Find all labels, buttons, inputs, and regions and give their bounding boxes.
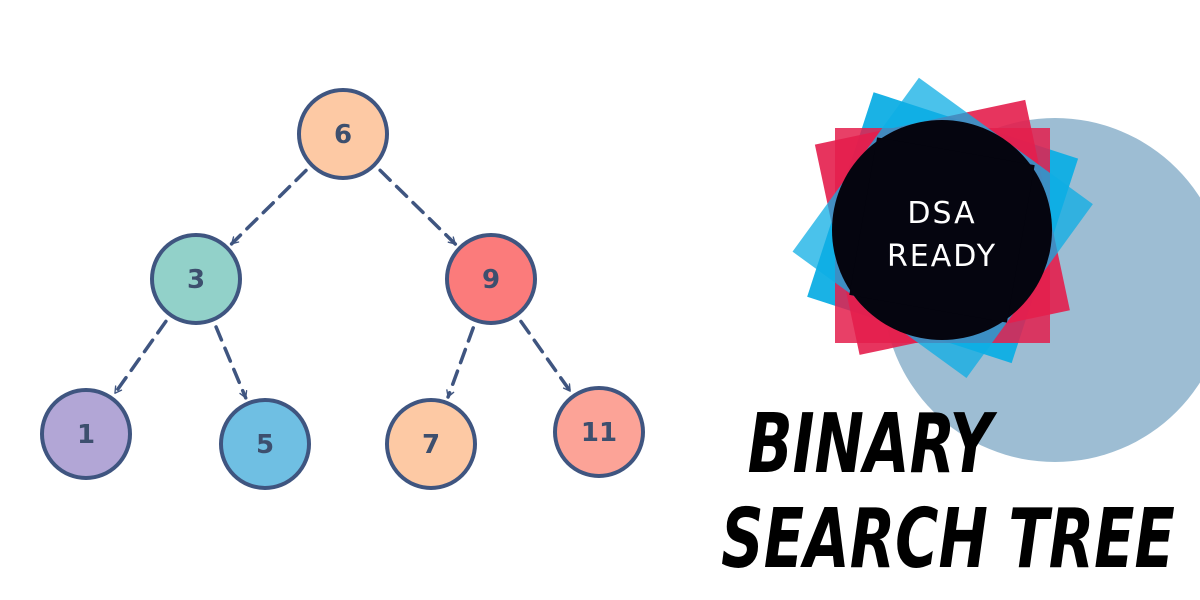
tree-edge-n6-n3 [229, 168, 308, 246]
headline-line1: BINARY [748, 396, 998, 491]
tree-node-circle [40, 388, 132, 480]
tree-node-label: 5 [256, 430, 274, 460]
tree-node-circle [150, 233, 242, 325]
tree-node-label: 9 [482, 265, 500, 295]
tree-edges [113, 168, 572, 400]
tree-edge-n3-n1 [113, 319, 168, 395]
tree-node-5: 5 [219, 398, 311, 490]
tree-node-circle [219, 398, 311, 490]
tree-node-circle [385, 398, 477, 490]
tree-node-label: 11 [581, 418, 617, 448]
tree-node-label: 3 [187, 265, 205, 295]
tree-node-circle [553, 386, 645, 478]
tree-node-label: 1 [77, 420, 95, 450]
tree-node-7: 7 [385, 398, 477, 490]
tree-node-6: 6 [297, 88, 389, 180]
tree-node-circle [445, 233, 537, 325]
tree-edge-n3-n5 [214, 325, 248, 400]
logo-group: DSA READY [792, 77, 1200, 462]
tree-node-label: 6 [334, 120, 352, 150]
logo-text-line2: READY [887, 239, 997, 274]
logo-dark-square [849, 137, 1035, 323]
tree-edge-n9-n7 [446, 326, 475, 399]
headline: BINARY SEARCH TREE [721, 396, 1175, 586]
tree-edge-n9-n11 [519, 319, 572, 393]
tree-node-11: 11 [553, 386, 645, 478]
headline-line2: SEARCH TREE [721, 491, 1175, 586]
tree-node-3: 3 [150, 233, 242, 325]
logo-text-line1: DSA [907, 196, 976, 231]
tree-node-circle [297, 88, 389, 180]
tree-node-label: 7 [422, 430, 440, 460]
tree-node-9: 9 [445, 233, 537, 325]
tree-node-1: 1 [40, 388, 132, 480]
tree-edge-n6-n9 [378, 168, 458, 246]
